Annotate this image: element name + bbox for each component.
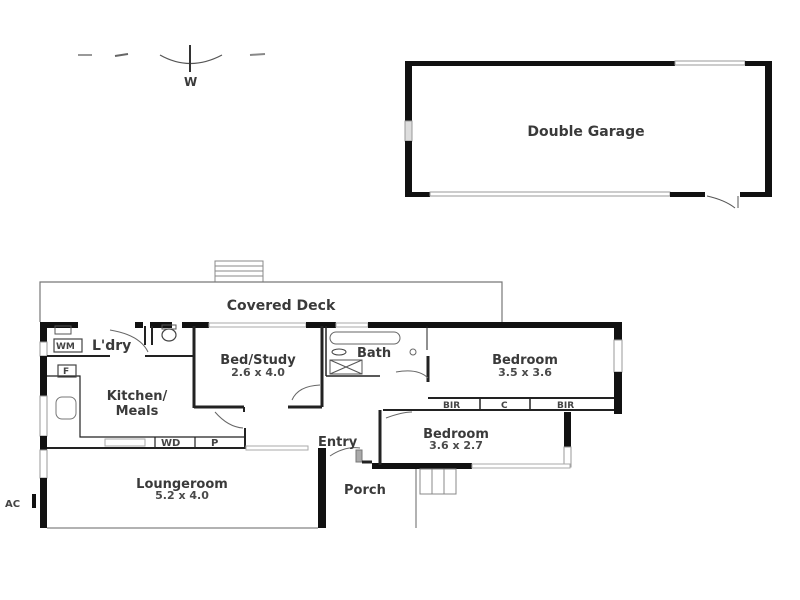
covered-deck: Covered Deck (39, 260, 503, 322)
interior-walls (47, 324, 614, 465)
bedroom2-label: Bedroom (423, 427, 489, 442)
compass-west-label: W (184, 75, 197, 89)
loungeroom-dimensions: 5.2 x 4.0 (155, 489, 209, 502)
loungeroom-label: Loungeroom (136, 477, 228, 492)
garage-label: Double Garage (527, 124, 644, 140)
ac-unit: AC (5, 494, 36, 510)
fridge-label: F (63, 367, 69, 377)
bath-label: Bath (357, 346, 391, 361)
wall-oven-label: WD (161, 438, 180, 449)
bedroom1-label: Bedroom (492, 353, 558, 368)
pantry-label: P (211, 438, 218, 449)
porch-label: Porch (344, 483, 386, 498)
bir-left-label: BIR (443, 401, 460, 411)
bed-study-label: Bed/Study (220, 353, 296, 368)
cupboard-label: C (501, 401, 508, 411)
ac-label: AC (5, 499, 20, 510)
room-labels: WM L'dry F Kitchen/ Meals WD P Bed/Study… (56, 338, 574, 502)
kitchen-label-line1: Kitchen/ (107, 389, 168, 404)
bedroom1-dimensions: 3.5 x 3.6 (498, 366, 552, 379)
laundry-label: L'dry (92, 338, 131, 354)
bir-right-label: BIR (557, 401, 574, 411)
bed-study-dimensions: 2.6 x 4.0 (231, 366, 285, 379)
entry-label: Entry (318, 435, 358, 450)
bedroom2-dimensions: 3.6 x 2.7 (429, 439, 483, 452)
covered-deck-label: Covered Deck (227, 298, 336, 314)
compass: W (78, 45, 266, 89)
kitchen-label-line2: Meals (116, 404, 159, 419)
house-walls (39, 322, 623, 529)
wm-label: WM (56, 342, 75, 352)
garage: Double Garage (404, 60, 772, 209)
